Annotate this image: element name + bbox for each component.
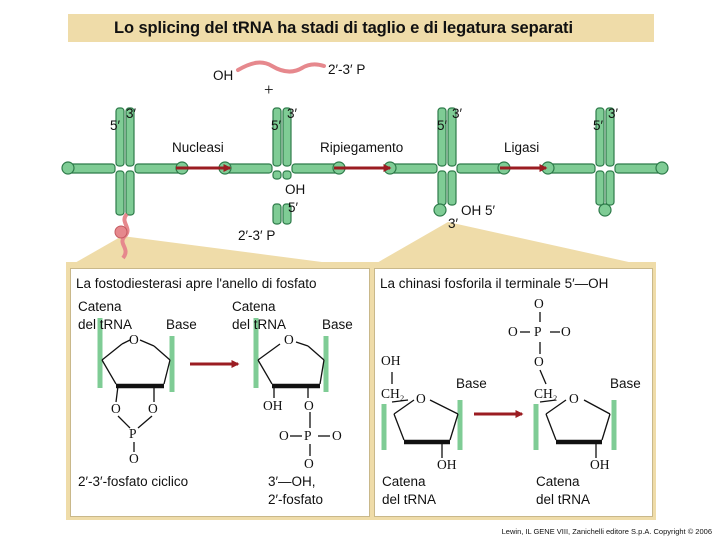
left-base-label-1: Base [166, 317, 197, 332]
open-o-bottom: O [304, 456, 314, 471]
cut-phosphate-label: 2′-3′ P [238, 228, 276, 243]
open-o-top: O [304, 398, 314, 413]
copyright-credit: Lewin, IL GENE VIII, Zanichelli editore … [501, 527, 712, 536]
trna-3-folded [383, 107, 511, 217]
cyclic-phosphate-caption: 2′-3′-fosfato ciclico [78, 474, 189, 489]
left-chain-label-1: Catena [78, 299, 122, 314]
zoom-funnel-left [66, 236, 368, 268]
phosphate-o-bridge: O [534, 354, 544, 369]
phosphorylated-structure [520, 312, 617, 458]
phosphate-o-left: O [508, 324, 518, 339]
phosphate-o-top: O [534, 296, 544, 311]
left-detail-panel [70, 268, 370, 517]
fold-3prime-label: 3′ [448, 216, 459, 231]
right-chain-label-2: del tRNA [382, 492, 437, 507]
plus-sign: + [264, 80, 274, 99]
kinase-ch2: CH₂ [381, 386, 405, 401]
kinase-base-1: Base [456, 376, 487, 391]
trna2-5prime: 5′ [271, 118, 282, 133]
kinase-substrate-structure [381, 372, 463, 458]
right-detail-panel [374, 268, 653, 517]
left-chain-label-4: del tRNA [232, 317, 287, 332]
right-chain-label-3: Catena [536, 474, 580, 489]
open-p: P [304, 428, 312, 443]
intron-phosphate-label: 2′-3′ P [328, 62, 366, 77]
right-chain-label-4: del tRNA [536, 492, 591, 507]
product-ring-o: O [569, 391, 579, 406]
ring-oxygen-1: O [129, 332, 139, 347]
trna1-3prime: 3′ [126, 106, 137, 121]
phosphate-o-right: O [561, 324, 571, 339]
cyclic-o-right: O [148, 401, 158, 416]
open-o-left: O [279, 428, 289, 443]
left-chain-label-2: del tRNA [78, 317, 133, 332]
kinase-oh: OH [381, 353, 401, 368]
cut-5prime-label: 5′ [288, 200, 299, 215]
open-phosphate-caption-2: 2′-fosfato [268, 492, 324, 507]
phosphate-p: P [534, 324, 542, 339]
cyclic-p: P [129, 426, 137, 441]
kinase-base-2: Base [610, 376, 641, 391]
trna3-3prime: 3′ [452, 106, 463, 121]
zoom-funnel-right [368, 222, 656, 268]
kinase-sugar-oh: OH [437, 457, 457, 472]
slide-title: Lo splicing del tRNA ha stadi di taglio … [114, 19, 573, 37]
trna1-5prime: 5′ [110, 118, 121, 133]
trna-1-precursor [61, 107, 189, 260]
left-chain-label-3: Catena [232, 299, 276, 314]
fold-oh5-label: OH 5′ [461, 203, 496, 218]
trna4-3prime: 3′ [608, 106, 619, 121]
excised-intron [236, 60, 326, 74]
step-label-ripiegamento: Ripiegamento [320, 140, 404, 155]
right-panel-title: La chinasi fosforila il terminale 5′—OH [380, 276, 609, 291]
intron-oh-label: OH [213, 68, 234, 83]
trna3-5prime: 5′ [437, 118, 448, 133]
open-phosphate-structure [253, 318, 330, 456]
title-bar: Lo splicing del tRNA ha stadi di taglio … [68, 14, 654, 42]
ring-oxygen-2: O [284, 332, 294, 347]
open-phosphate-caption-1: 3′—OH, [268, 474, 316, 489]
product-ch2: CH₂ [534, 386, 558, 401]
left-panel-title: La fostodiesterasi apre l'anello di fosf… [76, 276, 317, 291]
left-base-label-2: Base [322, 317, 353, 332]
step-label-nucleasi: Nucleasi [172, 140, 224, 155]
product-sugar-oh: OH [590, 457, 610, 472]
trna2-3prime: 3′ [287, 106, 298, 121]
open-o-right: O [332, 428, 342, 443]
cyclic-o-left: O [111, 401, 121, 416]
cut-oh-label: OH [285, 182, 306, 197]
kinase-ring-o: O [416, 391, 426, 406]
cyclic-phosphate-structure [97, 318, 175, 452]
trna-4-ligated [541, 107, 669, 217]
open-oh: OH [263, 398, 283, 413]
trna-2-cut [218, 107, 346, 225]
step-label-ligasi: Ligasi [504, 140, 540, 155]
cyclic-o-bottom: O [129, 451, 139, 466]
right-chain-label-1: Catena [382, 474, 426, 489]
trna4-5prime: 5′ [593, 118, 604, 133]
